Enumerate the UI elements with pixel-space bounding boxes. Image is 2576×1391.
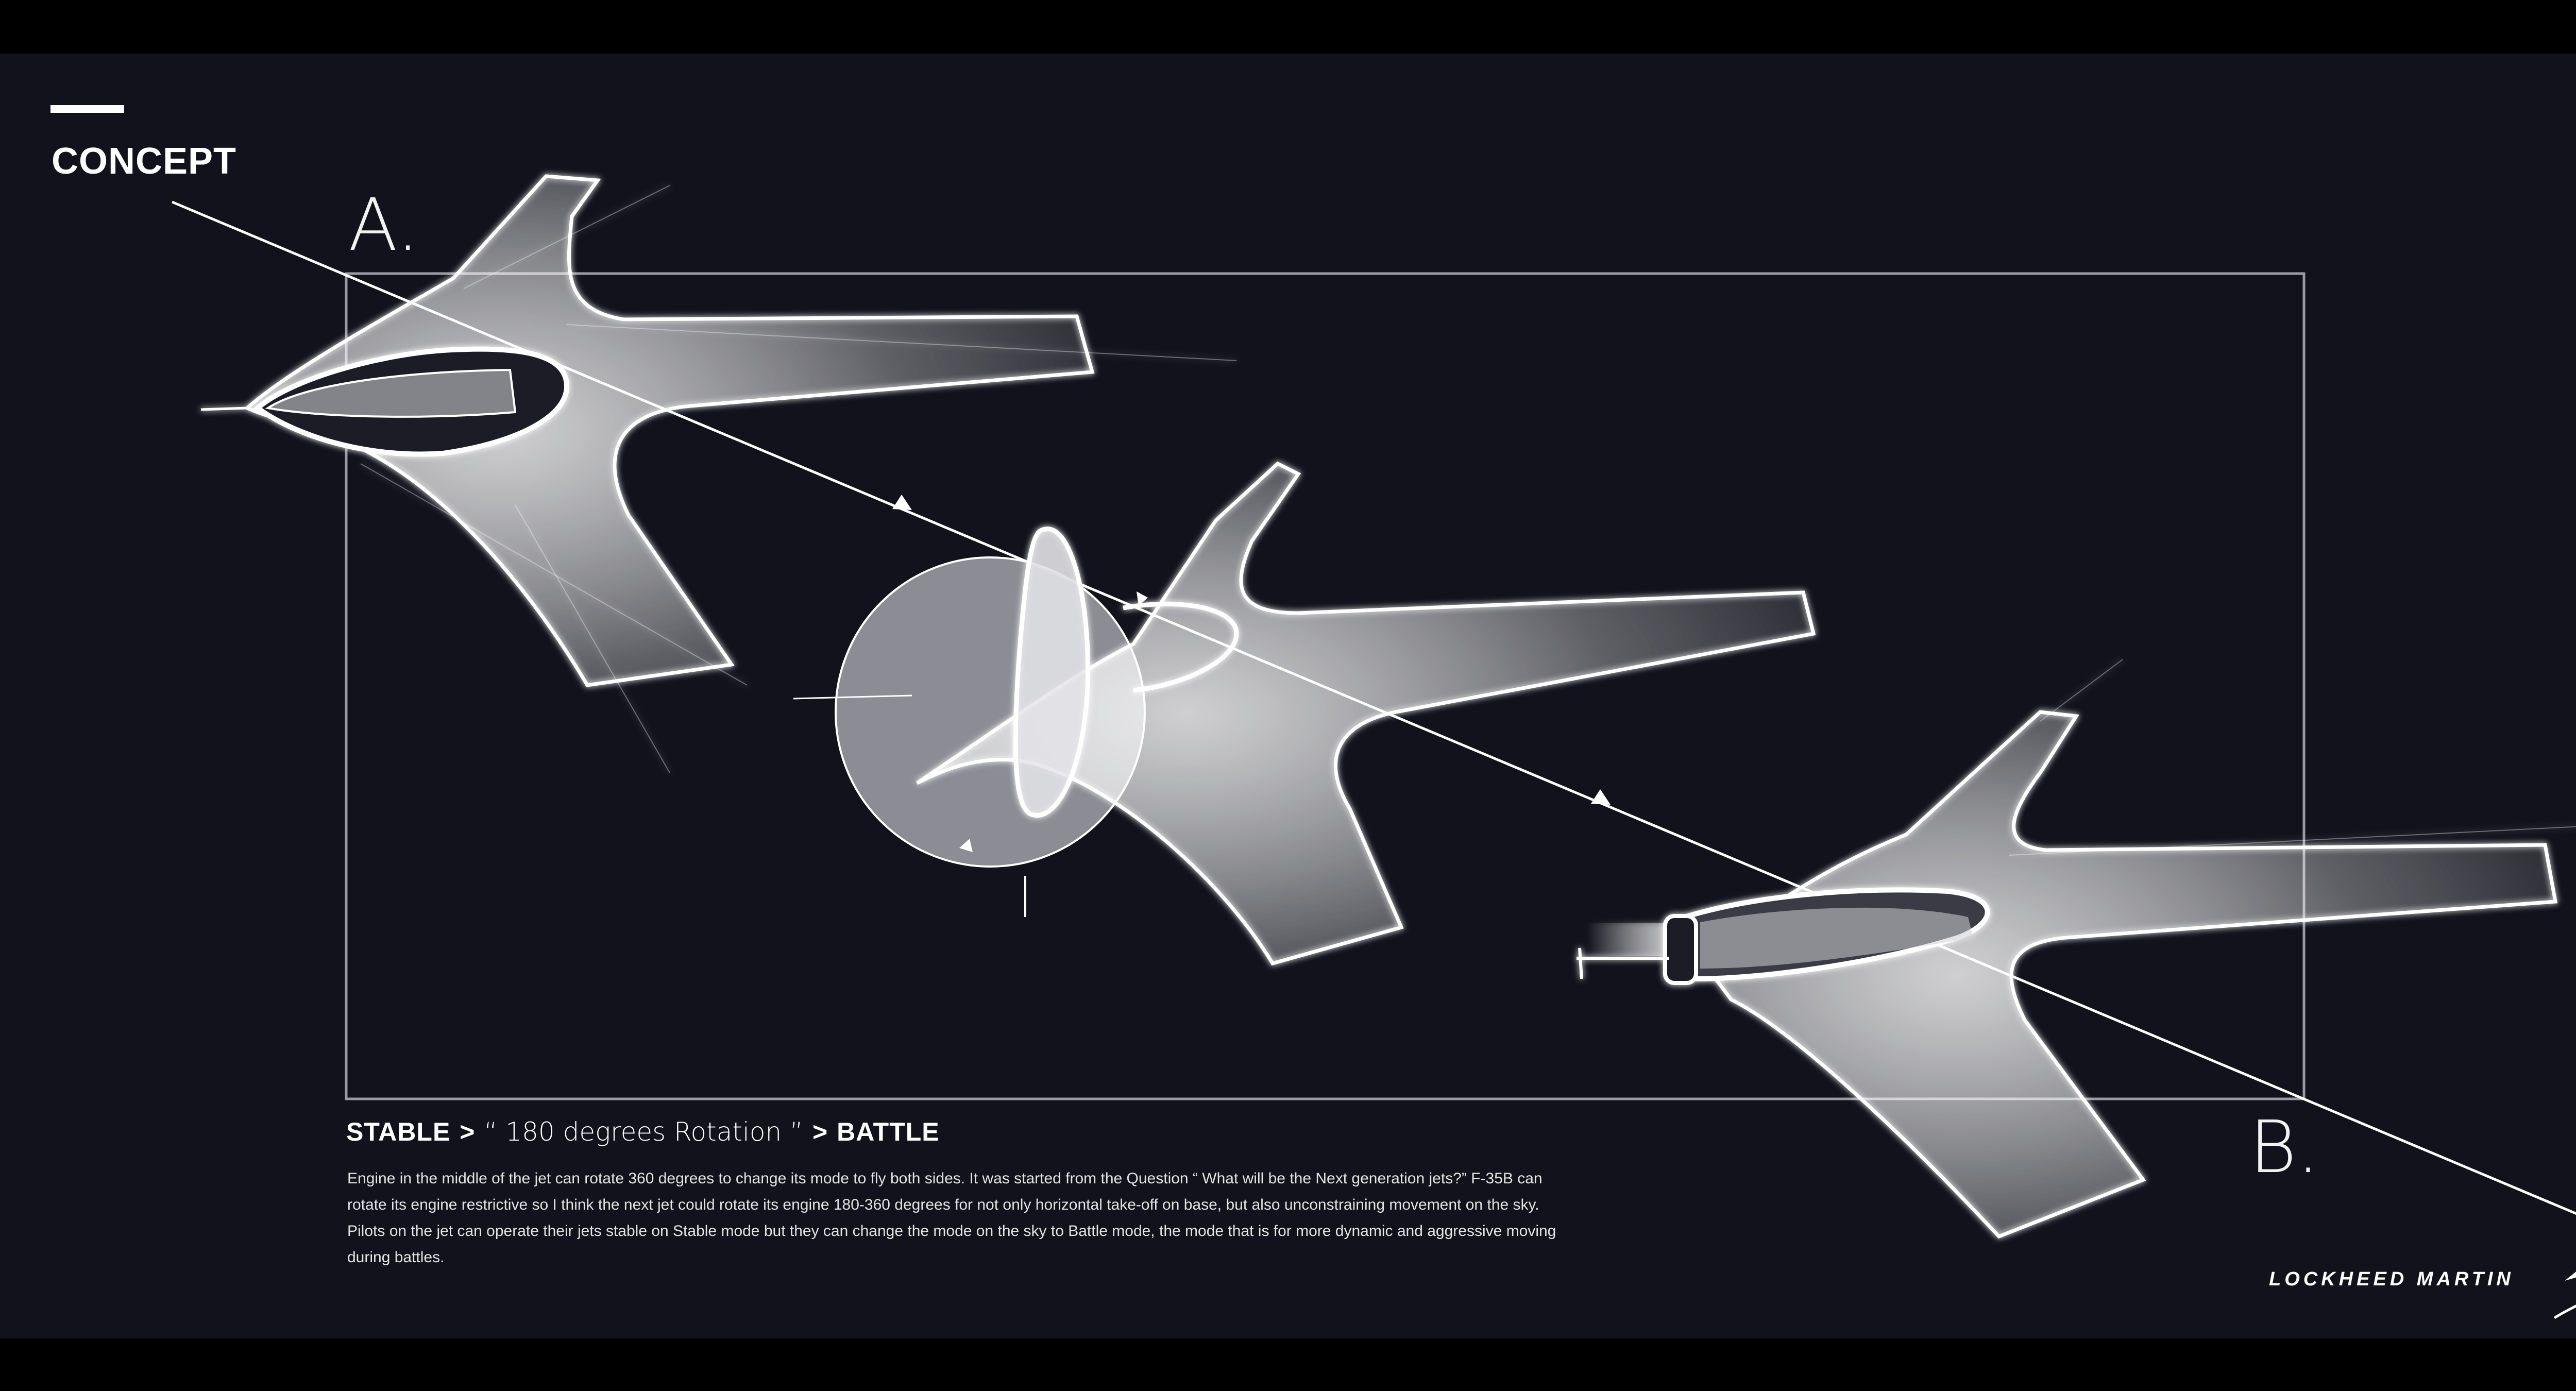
brand-name: LOCKHEED MARTIN — [2269, 1268, 2514, 1290]
lockheed-star-icon — [2554, 1271, 2576, 1319]
frame-rectangle — [345, 272, 2306, 1100]
mode-stable: STABLE — [346, 1117, 451, 1146]
trajectory-arrow-2 — [1591, 789, 1611, 805]
label-a: A. — [348, 183, 419, 267]
section-title: CONCEPT — [52, 141, 237, 182]
trajectory-arrow-1 — [892, 495, 912, 510]
mode-battle: BATTLE — [837, 1117, 940, 1146]
jet-b-sketch — [1577, 659, 2576, 1239]
letterbox-top — [0, 0, 2576, 54]
rotation-arrow-bottom — [959, 839, 973, 852]
label-b: B. — [2249, 1106, 2320, 1190]
letterbox-bottom — [0, 1338, 2576, 1391]
section-accent-bar — [50, 105, 124, 113]
mode-line: STABLE > “ 180 degrees Rotation ” > BATTLE — [346, 1117, 940, 1147]
jet-a-sketch — [200, 174, 1237, 773]
mode-separator-1: > — [460, 1117, 475, 1146]
rotation-arrow-top — [1137, 591, 1148, 606]
mode-separator-2: > — [812, 1117, 828, 1146]
jet-rotating-sketch — [793, 461, 1816, 966]
mode-rotation: “ 180 degrees Rotation ” — [484, 1117, 803, 1147]
concept-description: Engine in the middle of the jet can rota… — [347, 1170, 1556, 1266]
